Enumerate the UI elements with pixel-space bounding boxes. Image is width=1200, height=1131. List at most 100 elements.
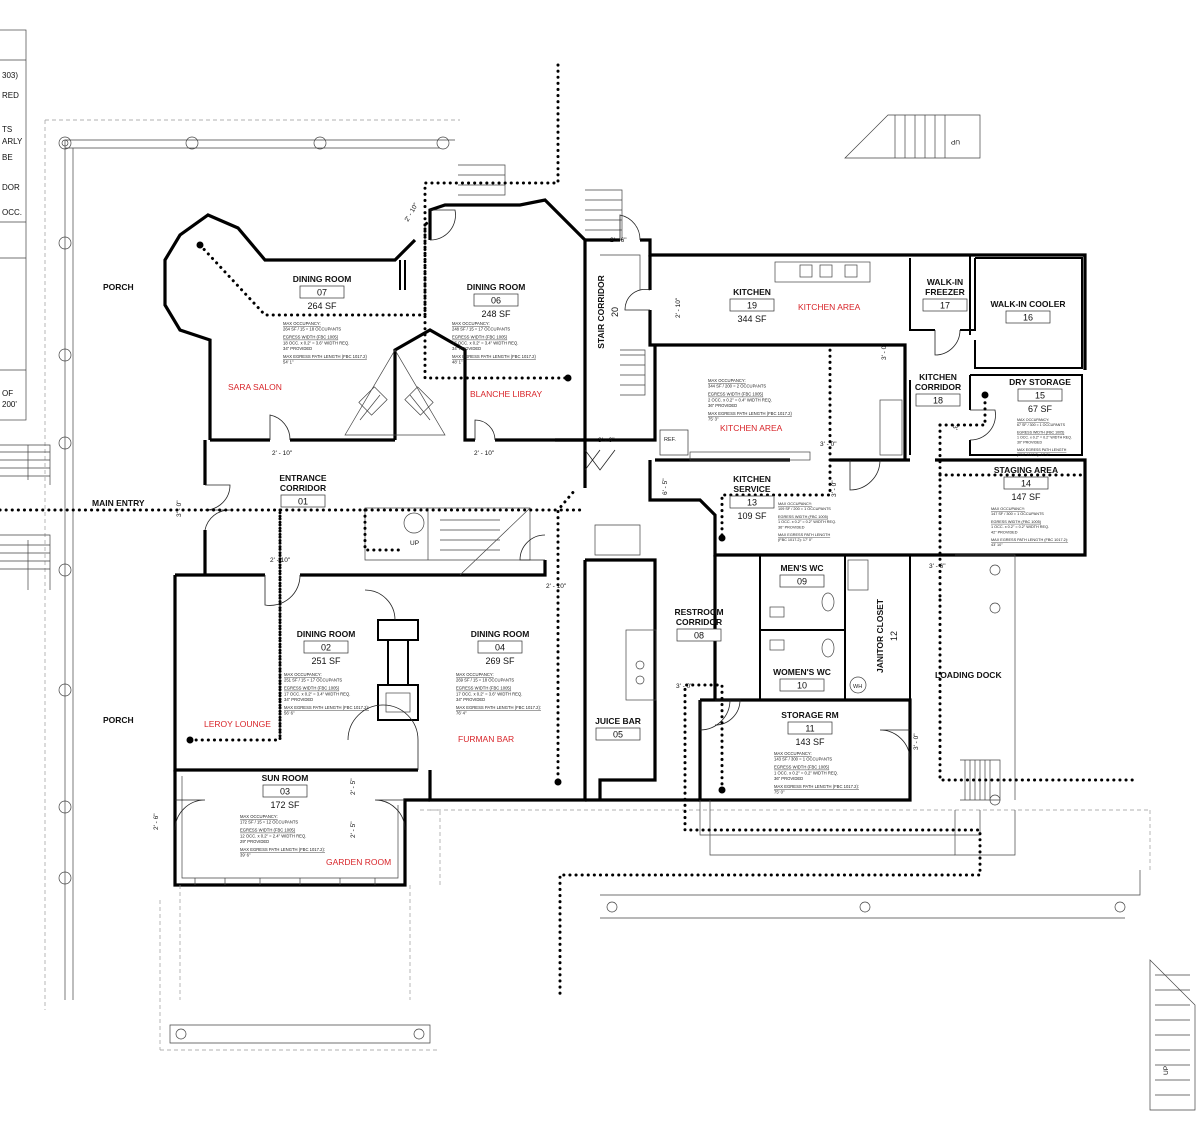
area-label: KITCHEN AREA [720,423,783,433]
room-name: KITCHEN [733,474,771,484]
room-name: DINING ROOM [297,629,356,639]
dimension: 2' - 10" [272,450,293,457]
room-number: 05 [613,730,623,740]
dimension: 2' - 10" [270,557,291,564]
room-number: 03 [280,787,290,797]
room-area: 67 SF [1028,404,1053,414]
room-number-box [779,678,825,692]
legend-text: BE [2,153,13,162]
occupancy-note: MAX OCCUPANCY: [283,321,321,326]
occupancy-note: EGRESS WIDTH (FBC 1005) [1017,431,1064,435]
room-number: 18 [933,396,943,406]
legend-text: RED [2,91,19,100]
room-area: 172 SF [270,800,300,810]
room-name: MEN'S WC [780,563,823,573]
occupancy-note: 67 SF / 300 = 1 OCCUPANTS [1017,423,1066,427]
dimension: 3' - 0" [676,683,693,690]
room-area: 251 SF [311,656,341,666]
room-name: KITCHEN [919,372,957,382]
room-area: 109 SF [737,511,767,521]
occupancy-note: 36" PROVIDED [774,776,803,781]
occupancy-note: 1 OCC. x 0.2" = 0.2" WIDTH REQ. [778,520,836,524]
room-number: 20 [610,307,620,317]
dimension: 3' - 0" [598,437,615,444]
occupancy-note: EGRESS WIDTH (FBC 1005) [283,335,339,340]
porch-label: PORCH [103,715,134,725]
room-name: SUN ROOM [262,773,309,783]
occupancy-note: 29" PROVIDED [240,839,269,844]
room-name: SERVICE [733,484,770,494]
occupancy-note: 109 SF / 200 = 1 OCCUPANTS [778,507,831,511]
occupancy-note: MAX OCCUPANCY: [284,672,322,677]
room-number: 06 [491,296,501,306]
occupancy-note: 76' 4" [456,711,467,716]
room-number-box [299,285,345,299]
room-name: STAIR CORRIDOR [596,275,606,349]
occupancy-note: 34" PROVIDED [283,346,312,351]
dimension: 2' - 10" [404,201,420,223]
occupancy-note: (FBC 1017.2): 17' 0" [778,538,813,542]
occupancy-note: MAX EGRESS PATH LENGTH [1017,448,1067,452]
room-name: DRY STORAGE [1009,377,1071,387]
occupancy-note: 54' 1" [283,360,294,365]
occupancy-note: 30" PROVIDED [1017,441,1042,445]
occupancy-note: 1 OCC. x 0.2" = 0.2" WIDTH REQ. [774,770,838,775]
room-area: 248 SF [481,309,511,319]
occupancy-note: EGRESS WIDTH (FBC 1005) [778,515,829,519]
legend-fragment: 303) RED TS ARLY BE DOR OCC. OF 200' [0,29,27,421]
room-name: RESTROOM [674,607,723,617]
dimension-labels: 2' - 10" 2' - 6" 2' - 10" 2' - 10" 2' - … [153,201,958,838]
dimension: 3' - 6" [929,563,946,570]
room-number-box [1017,388,1063,402]
room-name: WALK-IN COOLER [990,299,1065,309]
area-label: BLANCHE LIBRAY [470,389,542,399]
dimension: 3' - 0" [176,500,183,517]
occupancy-note: 48' 1" [452,360,463,365]
occupancy-note: 269 SF / 15 = 18 OCCUPANTS [456,678,514,683]
occupancy-note: MAX OCCUPANCY: [456,672,494,677]
occupancy-note: 75' 0" [774,790,785,795]
room-number-box [729,298,775,312]
dimension: 3' [951,425,958,430]
occupancy-note: 251 SF / 15 = 17 OCCUPANTS [284,678,342,683]
dimension: 3' - 0" [820,441,837,448]
occupancy-note: 2 OCC. x 0.2" = 0.4" WIDTH REQ. [708,397,772,402]
occupancy-note: EGRESS WIDTH (FBC 1005) [456,686,512,691]
room-number: 12 [889,631,899,641]
room-name: CORRIDOR [676,617,722,627]
room-name: DINING ROOM [467,282,526,292]
loading-dock-label: LOADING DOCK [935,670,1002,680]
occupancy-note: EGRESS WIDTH (FBC 1005) [774,765,830,770]
room-name: DINING ROOM [471,629,530,639]
room-name: JUICE BAR [595,716,641,726]
dimension: 2' - 5" [350,821,357,838]
occupancy-note: EGRESS WIDTH (FBC 1005) [991,520,1042,524]
room-number-box [922,298,968,312]
occupancy-note: MAX EGRESS PATH LENGTH (FBC 1017.2) [452,354,536,359]
room-name: CORRIDOR [280,483,326,493]
room-area: 344 SF [737,314,767,324]
occupancy-note: 36" PROVIDED [778,525,805,529]
room-number: 08 [694,631,704,641]
room-name: KITCHEN [733,287,771,297]
dimension: 2' - 6" [610,237,627,244]
room-number: 11 [805,724,814,734]
room-area: 264 SF [307,301,337,311]
occupancy-note: 18 OCC. x 0.2" = 3.6" WIDTH REQ. [283,340,349,345]
occupancy-note: MAX EGRESS PATH LENGTH (FBC 1017.2) [283,354,367,359]
room-number: 13 [747,498,757,508]
occupancy-note: MAX EGRESS PATH LENGTH (FBC 1017.2): [240,847,325,852]
room-name: CORRIDOR [915,382,961,392]
occupancy-note: EGRESS WIDTH (FBC 1005) [452,335,508,340]
egress-start-points [186,241,989,794]
occupancy-note: 17 OCC. x 0.2" = 3.4" WIDTH REQ. [284,691,350,696]
dimension: 2' - 10" [474,450,495,457]
room-number: 02 [321,643,331,653]
room-number: 16 [1023,313,1033,323]
occupancy-note: 344 SF / 200 = 2 OCCUPANTS [708,384,766,389]
room-number: 07 [317,288,327,298]
dimension: 2' - 6" [153,813,160,830]
occupancy-note: 17 OCC. x 0.2" = 3.6" WIDTH REQ. [456,691,522,696]
